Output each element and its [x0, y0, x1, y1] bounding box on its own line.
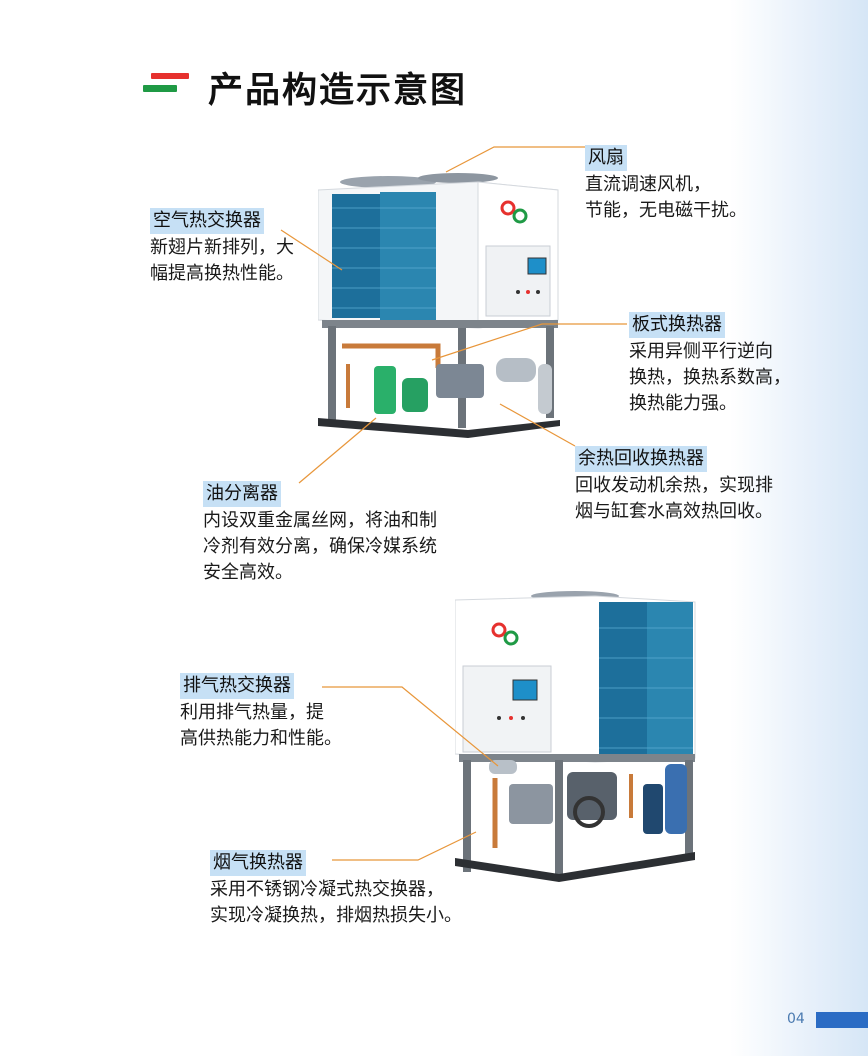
callout-oil-sep-label: 油分离器 [203, 481, 281, 507]
callout-fan-desc: 直流调速风机， 节能，无电磁干扰。 [585, 174, 747, 221]
page-title: 产品构造示意图 [208, 71, 468, 111]
callout-exhaust-hx: 排气热交换器 利用排气热量，提 高供热能力和性能。 [180, 673, 342, 752]
callout-flue-hx-desc: 采用不锈钢冷凝式热交换器， 实现冷凝换热，排烟热损失小。 [210, 879, 462, 926]
callout-fan-label: 风扇 [585, 145, 627, 171]
title-accent-icon [143, 73, 191, 97]
callout-air-hx-label: 空气热交换器 [150, 208, 264, 234]
upper-unit-illustration [318, 173, 560, 438]
page-number: 04 [787, 1011, 805, 1027]
callout-fan: 风扇 直流调速风机， 节能，无电磁干扰。 [585, 145, 747, 224]
lower-unit-illustration [455, 591, 696, 882]
callout-exhaust-hx-label: 排气热交换器 [180, 673, 294, 699]
callout-plate-hx-label: 板式换热器 [629, 312, 725, 338]
callout-flue-hx-label: 烟气换热器 [210, 850, 306, 876]
page-accent-bar [816, 1012, 868, 1028]
callout-oil-sep: 油分离器 内设双重金属丝网，将油和制 冷剂有效分离，确保冷媒系统 安全高效。 [203, 481, 437, 586]
callout-air-hx-desc: 新翅片新排列，大 幅提高换热性能。 [150, 237, 294, 284]
callout-plate-hx: 板式换热器 采用异侧平行逆向 换热，换热系数高， 换热能力强。 [629, 312, 791, 417]
callout-air-hx: 空气热交换器 新翅片新排列，大 幅提高换热性能。 [150, 208, 294, 287]
callout-exhaust-hx-desc: 利用排气热量，提 高供热能力和性能。 [180, 702, 342, 749]
callout-waste-heat-label: 余热回收换热器 [575, 446, 707, 472]
brand-logo-icon [500, 200, 528, 224]
callout-oil-sep-desc: 内设双重金属丝网，将油和制 冷剂有效分离，确保冷媒系统 安全高效。 [203, 510, 437, 583]
callout-waste-heat: 余热回收换热器 回收发动机余热，实现排 烟与缸套水高效热回收。 [575, 446, 773, 525]
callout-flue-hx: 烟气换热器 采用不锈钢冷凝式热交换器， 实现冷凝换热，排烟热损失小。 [210, 850, 462, 929]
callout-waste-heat-desc: 回收发动机余热，实现排 烟与缸套水高效热回收。 [575, 475, 773, 522]
callout-plate-hx-desc: 采用异侧平行逆向 换热，换热系数高， 换热能力强。 [629, 341, 791, 414]
